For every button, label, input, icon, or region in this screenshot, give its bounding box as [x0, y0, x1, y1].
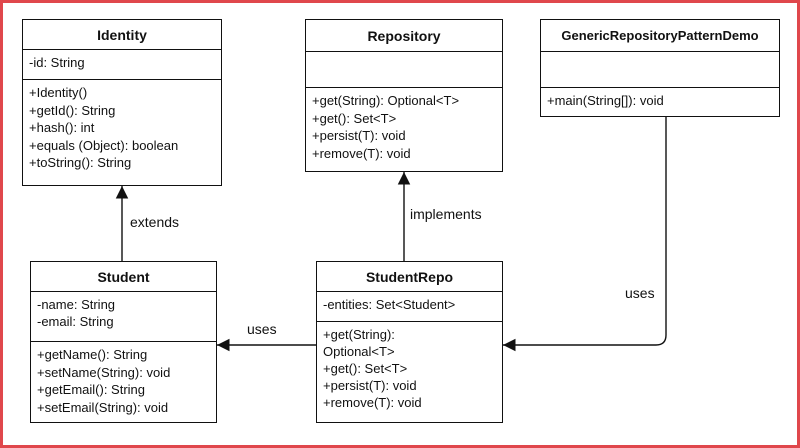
- class-repository-attributes: [306, 52, 502, 88]
- edge-label-extends: extends: [130, 214, 180, 230]
- operation: +get(String): Optional<T>: [312, 93, 460, 108]
- class-student-attributes: -name: String -email: String: [31, 292, 216, 342]
- operation: +setEmail(String): void: [37, 399, 169, 415]
- class-demo-operations: +main(String[]): void: [541, 88, 779, 114]
- class-demo-attributes: [541, 52, 779, 88]
- class-student: Student -name: String -email: String +ge…: [30, 261, 217, 423]
- operation: +main(String[]): void: [547, 93, 664, 108]
- operation: +remove(T): void: [323, 395, 422, 410]
- operation: +get(): Set<T>: [323, 361, 408, 376]
- operation: +persist(T): void: [312, 128, 406, 143]
- class-identity: Identity -id: String +Identity() +getId(…: [22, 19, 222, 186]
- operation: +getName(): String: [37, 347, 148, 362]
- class-studentrepo-attributes: -entities: Set<Student>: [317, 292, 502, 322]
- class-studentrepo-operations: +get(String): Optional<T> +get(): Set<T>…: [317, 322, 502, 415]
- edge-label-uses-demo: uses: [625, 285, 655, 301]
- operation: +remove(T): void: [312, 145, 411, 161]
- class-identity-attributes: -id: String: [23, 50, 221, 80]
- attribute: -entities: Set<Student>: [323, 297, 456, 312]
- attribute: -email: String: [37, 314, 114, 329]
- operation: +toString(): String: [29, 155, 132, 170]
- edge-uses-demo: [503, 117, 667, 352]
- class-demo-name: GenericRepositoryPatternDemo: [541, 20, 779, 52]
- class-repository: Repository +get(String): Optional<T> +ge…: [305, 19, 503, 172]
- operation: +getEmail(): String: [37, 382, 146, 397]
- attribute: -name: String: [37, 297, 116, 312]
- operation: Optional<T>: [323, 344, 395, 359]
- class-identity-name: Identity: [23, 20, 221, 50]
- edge-label-implements: implements: [410, 206, 482, 222]
- operation: +hash(): int: [29, 120, 95, 135]
- operation: +get(String):: [323, 327, 395, 342]
- class-student-name: Student: [31, 262, 216, 292]
- attribute: -id: String: [29, 55, 85, 70]
- operation: +setName(String): void: [37, 364, 171, 380]
- class-demo: GenericRepositoryPatternDemo +main(Strin…: [540, 19, 780, 117]
- class-studentrepo-name: StudentRepo: [317, 262, 502, 292]
- operation: +get(): Set<T>: [312, 110, 397, 126]
- class-student-operations: +getName(): String +setName(String): voi…: [31, 342, 216, 420]
- operation: +persist(T): void: [323, 378, 417, 393]
- operation: +equals (Object): boolean: [29, 137, 179, 153]
- class-repository-name: Repository: [306, 20, 502, 52]
- class-repository-operations: +get(String): Optional<T> +get(): Set<T>…: [306, 88, 502, 166]
- class-identity-operations: +Identity() +getId(): String +hash(): in…: [23, 80, 221, 176]
- class-studentrepo: StudentRepo -entities: Set<Student> +get…: [316, 261, 503, 423]
- operation: +getId(): String: [29, 102, 116, 118]
- operation: +Identity(): [29, 85, 88, 100]
- edge-label-uses-student: uses: [247, 321, 277, 337]
